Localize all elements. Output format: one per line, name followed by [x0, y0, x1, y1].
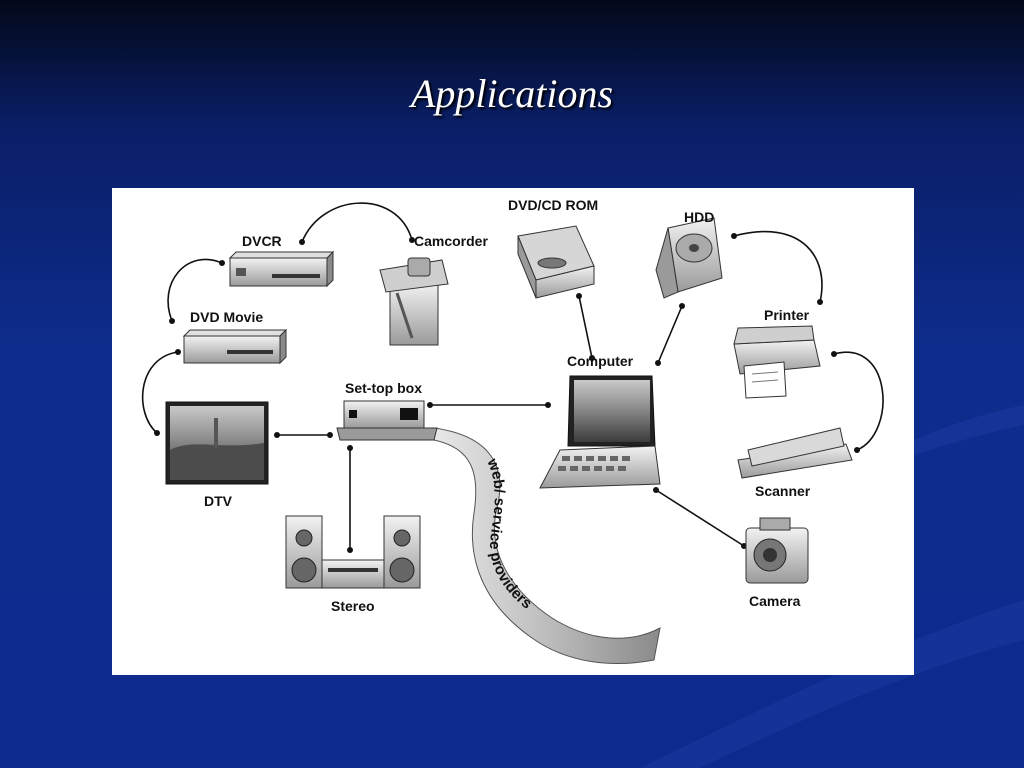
scanner-device-icon — [737, 427, 853, 479]
camera-device-icon — [745, 517, 809, 584]
connector-printer-scanner — [833, 351, 884, 451]
connector-computer-camera — [655, 489, 745, 547]
stereo-device-icon — [285, 515, 421, 589]
connector-endpoints — [154, 233, 860, 553]
slide-title: Applications — [410, 71, 614, 116]
connector-dvdrom-computer — [578, 295, 593, 359]
connector-lines — [141, 202, 884, 550]
camera-label: Camera — [749, 593, 801, 609]
connector-hdd-computer — [657, 305, 683, 364]
connector-dvcr-camcorder — [301, 202, 413, 243]
dvd-cd-rom-label: DVD/CD ROM — [508, 197, 598, 213]
computer-label: Computer — [567, 353, 634, 369]
printer-device-icon — [733, 325, 821, 399]
diagram-canvas: web/ service providers D — [141, 197, 884, 664]
dtv-device-icon — [165, 401, 269, 485]
hdd-device-icon — [655, 217, 723, 299]
connector-hdd-printer — [733, 230, 823, 303]
dvcr-label: DVCR — [242, 233, 282, 249]
dvd-movie-label: DVD Movie — [190, 309, 263, 325]
camcorder-device-icon — [379, 257, 449, 346]
dvcr-device-icon — [228, 250, 335, 288]
camcorder-label: Camcorder — [414, 233, 488, 249]
connector-dvdmovie-dtv — [141, 351, 179, 434]
scanner-label: Scanner — [755, 483, 811, 499]
applications-diagram: web/ service providers D — [112, 188, 914, 675]
set-top-box-device-icon — [336, 400, 438, 441]
dvd-cd-rom-device-icon — [517, 225, 595, 299]
hdd-label: HDD — [684, 209, 714, 225]
dtv-label: DTV — [204, 493, 233, 509]
printer-label: Printer — [764, 307, 810, 323]
computer-device-icon — [539, 375, 661, 489]
stereo-label: Stereo — [331, 598, 375, 614]
connector-dvcr-dvdmovie — [167, 258, 223, 322]
dvd-movie-device-icon — [182, 328, 288, 365]
set-top-box-label: Set-top box — [345, 380, 422, 396]
